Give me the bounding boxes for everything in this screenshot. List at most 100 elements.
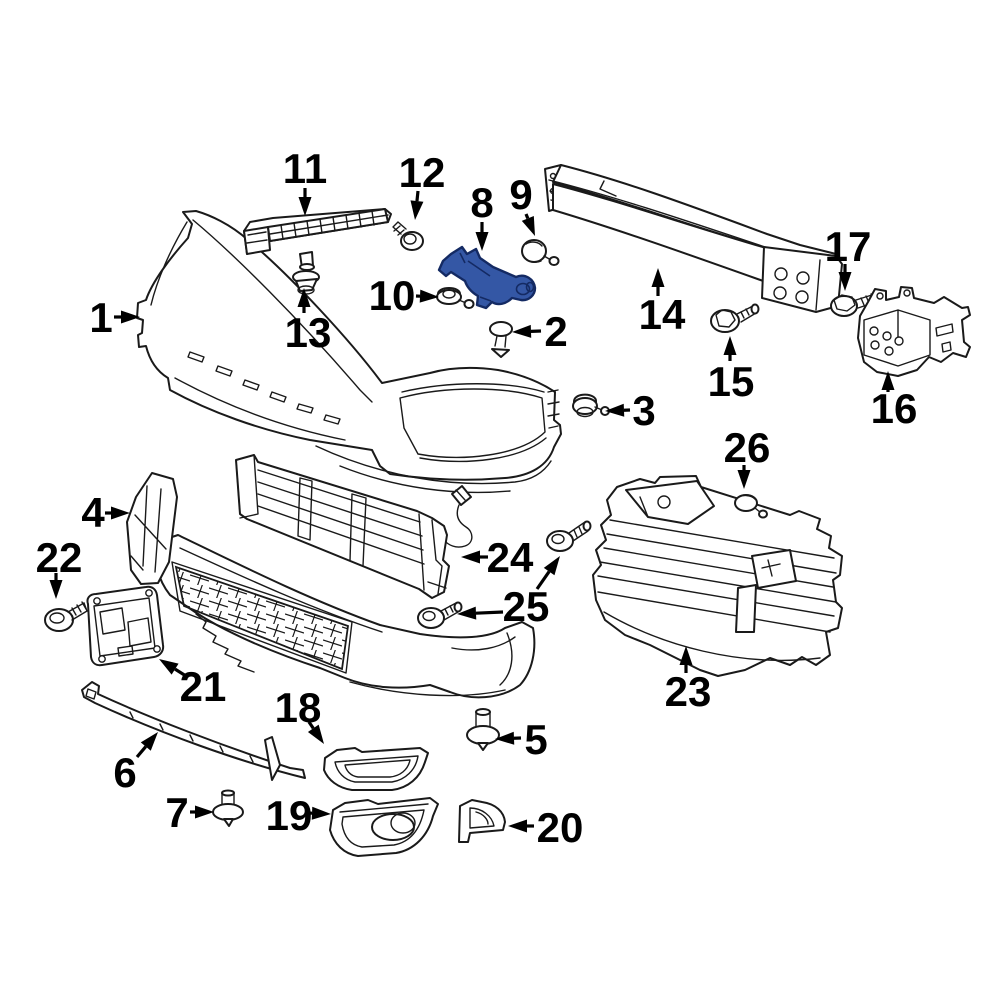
part-8-highlighted-bracket[interactable] <box>437 245 537 310</box>
part-24-grille-shutter-upper <box>235 454 473 599</box>
callout-9[interactable]: 9 <box>509 171 535 236</box>
callout-number[interactable]: 6 <box>113 749 136 796</box>
callout-arrow-line <box>535 570 551 590</box>
callout-23[interactable]: 23 <box>665 646 712 715</box>
part-4-side-spacer <box>126 472 178 585</box>
callout-21[interactable]: 21 <box>159 659 226 710</box>
callout-15[interactable]: 15 <box>708 336 755 405</box>
part-23-grille-shutter-assembly <box>592 475 843 677</box>
callout-number[interactable]: 7 <box>165 789 188 836</box>
callout-2[interactable]: 2 <box>512 308 568 355</box>
part-14-bumper-reinforcement-beam <box>544 164 843 313</box>
callout-number[interactable]: 21 <box>180 663 227 710</box>
callout-number[interactable]: 26 <box>724 424 771 471</box>
callout-number[interactable]: 13 <box>285 309 332 356</box>
callout-number[interactable]: 12 <box>399 149 446 196</box>
part-12-screw <box>392 221 424 251</box>
callout-number[interactable]: 17 <box>825 223 872 270</box>
callout-22[interactable]: 22 <box>36 534 83 599</box>
callout-number[interactable]: 8 <box>470 179 493 226</box>
callout-arrowhead <box>679 646 693 665</box>
callout-number[interactable]: 3 <box>632 387 655 434</box>
callout-arrowhead <box>651 268 665 287</box>
callout-number[interactable]: 1 <box>89 294 112 341</box>
callout-arrow-line <box>307 721 315 730</box>
callout-arrowhead <box>311 806 331 820</box>
callout-11[interactable]: 11 <box>283 145 327 216</box>
callout-arrow-line <box>135 745 148 759</box>
part-2-clip <box>489 321 513 358</box>
callout-arrow-line <box>174 667 187 678</box>
callout-17[interactable]: 17 <box>825 223 872 291</box>
callout-26[interactable]: 26 <box>724 424 771 489</box>
part-18-fog-garnish <box>323 747 429 791</box>
callout-3[interactable]: 3 <box>605 387 656 434</box>
callout-arrowhead <box>605 403 625 417</box>
callout-24[interactable]: 24 <box>461 534 534 581</box>
callout-8[interactable]: 8 <box>470 179 494 251</box>
callout-number[interactable]: 25 <box>503 583 550 630</box>
part-1-front-bumper-cover <box>136 210 562 494</box>
callout-number[interactable]: 22 <box>36 534 83 581</box>
callout-number[interactable]: 16 <box>871 385 918 432</box>
part-26-clip <box>734 494 768 519</box>
callout-number[interactable]: 19 <box>266 792 313 839</box>
callout-number[interactable]: 9 <box>509 171 532 218</box>
callout-number[interactable]: 4 <box>81 489 105 536</box>
callout-12[interactable]: 12 <box>399 149 446 220</box>
callout-13[interactable]: 13 <box>285 288 332 356</box>
part-15-bolt <box>710 303 760 333</box>
callout-arrowhead <box>737 470 751 489</box>
callout-arrowhead <box>410 200 424 220</box>
callout-25[interactable]: 25 <box>457 556 560 630</box>
callout-19[interactable]: 19 <box>266 792 331 839</box>
callout-number[interactable]: 10 <box>369 272 416 319</box>
part-8-body[interactable] <box>437 245 537 310</box>
callout-arrowhead <box>508 819 527 833</box>
part-19-fog-bezel <box>329 797 439 857</box>
callout-18[interactable]: 18 <box>275 684 324 744</box>
callout-arrowhead <box>140 732 158 751</box>
callout-7[interactable]: 7 <box>165 789 214 836</box>
callout-14[interactable]: 14 <box>639 268 686 338</box>
callout-arrow-line <box>415 190 420 202</box>
callout-10[interactable]: 10 <box>369 272 439 319</box>
callout-1[interactable]: 1 <box>89 294 140 341</box>
callout-arrowhead <box>495 731 515 745</box>
callout-arrowhead <box>419 289 439 303</box>
callout-arrowhead <box>297 288 311 307</box>
callout-5[interactable]: 5 <box>495 716 548 763</box>
part-lower-bumper-cover <box>154 534 536 699</box>
callout-number[interactable]: 5 <box>524 716 547 763</box>
callout-16[interactable]: 16 <box>871 371 918 432</box>
callout-number[interactable]: 2 <box>544 308 567 355</box>
callout-arrowhead <box>475 232 489 251</box>
callout-arrowhead <box>723 336 737 355</box>
part-16-mount-bracket <box>857 286 971 377</box>
part-25-bolt-right <box>546 520 592 552</box>
callout-arrowhead <box>307 724 324 744</box>
callout-20[interactable]: 20 <box>508 804 583 851</box>
part-11-grille-bracket <box>243 208 392 255</box>
callout-number[interactable]: 20 <box>537 804 584 851</box>
callout-number[interactable]: 18 <box>275 684 322 731</box>
callout-number[interactable]: 23 <box>665 668 712 715</box>
callout-arrowhead <box>881 371 895 390</box>
callout-arrowhead <box>461 550 480 564</box>
callout-arrowhead <box>298 197 312 216</box>
callout-number[interactable]: 15 <box>708 358 755 405</box>
callout-number[interactable]: 24 <box>487 534 534 581</box>
part-6-lower-trim-strip <box>81 681 306 781</box>
callout-6[interactable]: 6 <box>113 732 158 796</box>
callout-4[interactable]: 4 <box>81 489 130 536</box>
callout-number[interactable]: 14 <box>639 291 686 338</box>
callout-number[interactable]: 11 <box>283 145 327 192</box>
callout-arrowhead <box>457 606 477 620</box>
callout-arrowhead <box>521 215 535 236</box>
part-13-clip <box>292 251 320 295</box>
part-3-clip <box>572 393 610 418</box>
callout-arrowhead <box>111 506 130 520</box>
callout-arrowhead <box>512 324 532 338</box>
